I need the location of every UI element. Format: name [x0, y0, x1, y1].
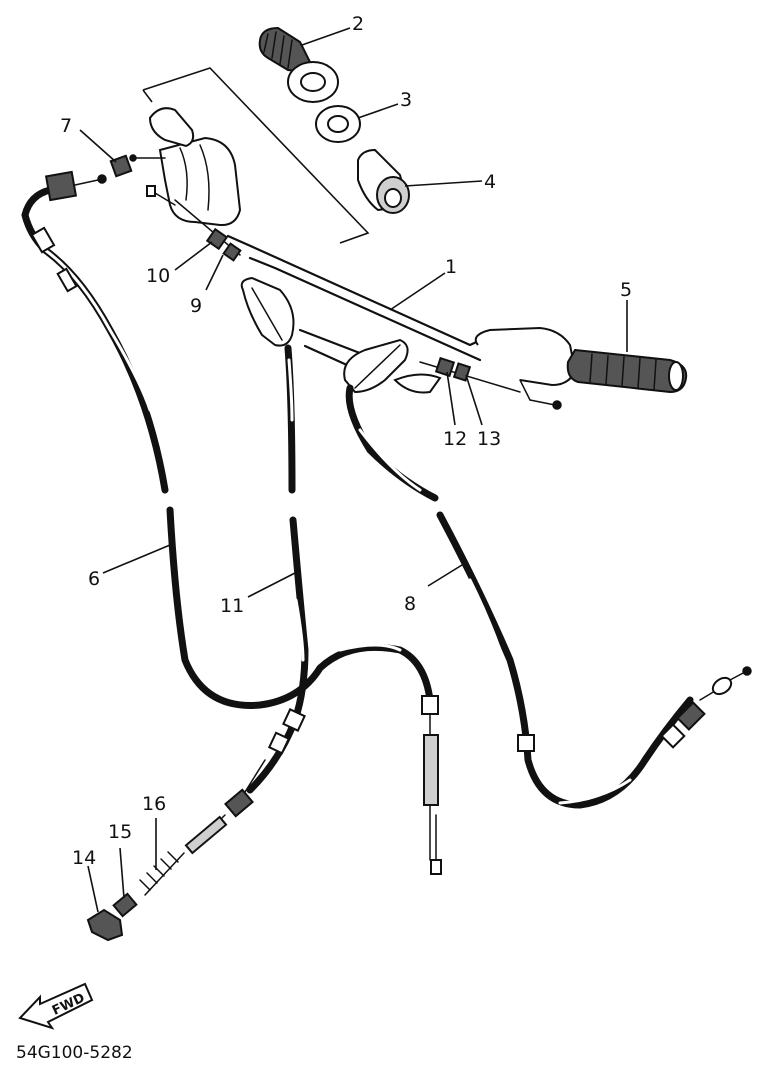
callout-9: 9 — [190, 295, 202, 317]
cable-11 — [184, 344, 309, 855]
throttle-housing — [129, 136, 242, 227]
nut-7 — [109, 154, 133, 178]
fwd-arrow-icon: FWD — [18, 982, 94, 1030]
callout-7: 7 — [60, 115, 72, 137]
callout-2: 2 — [352, 13, 364, 35]
spring-16 — [139, 851, 185, 896]
throttle-grip-sleeve — [148, 107, 195, 148]
cable-end-14 — [86, 908, 124, 942]
cable-8 — [345, 384, 752, 809]
callout-10: 10 — [146, 265, 170, 287]
callout-16: 16 — [142, 793, 166, 815]
callout-15: 15 — [108, 821, 132, 843]
callout-13: 13 — [477, 428, 501, 450]
grip-right-end — [258, 26, 339, 103]
leader-lines — [79, 27, 628, 913]
right-grip — [474, 326, 688, 410]
washer — [315, 105, 361, 143]
callout-12: 12 — [443, 428, 467, 450]
callout-6: 6 — [88, 568, 100, 590]
left-lever-block — [240, 276, 295, 347]
spacer-15 — [112, 892, 138, 918]
grip-collar — [357, 148, 410, 214]
right-switch-housing — [343, 338, 442, 394]
callout-4: 4 — [484, 171, 496, 193]
callout-1: 1 — [445, 256, 457, 278]
callout-8: 8 — [404, 593, 416, 615]
callout-11: 11 — [220, 595, 244, 617]
part-code: 54G100-5282 — [16, 1043, 133, 1063]
callout-14: 14 — [72, 847, 96, 869]
left-adjuster — [174, 199, 242, 262]
assembly-bracket — [142, 67, 370, 244]
callout-labels: 1 2 3 4 5 6 7 8 9 10 11 12 13 14 15 16 — [60, 13, 632, 869]
callout-5: 5 — [620, 279, 632, 301]
callout-3: 3 — [400, 89, 412, 111]
cable-6 — [21, 170, 442, 875]
